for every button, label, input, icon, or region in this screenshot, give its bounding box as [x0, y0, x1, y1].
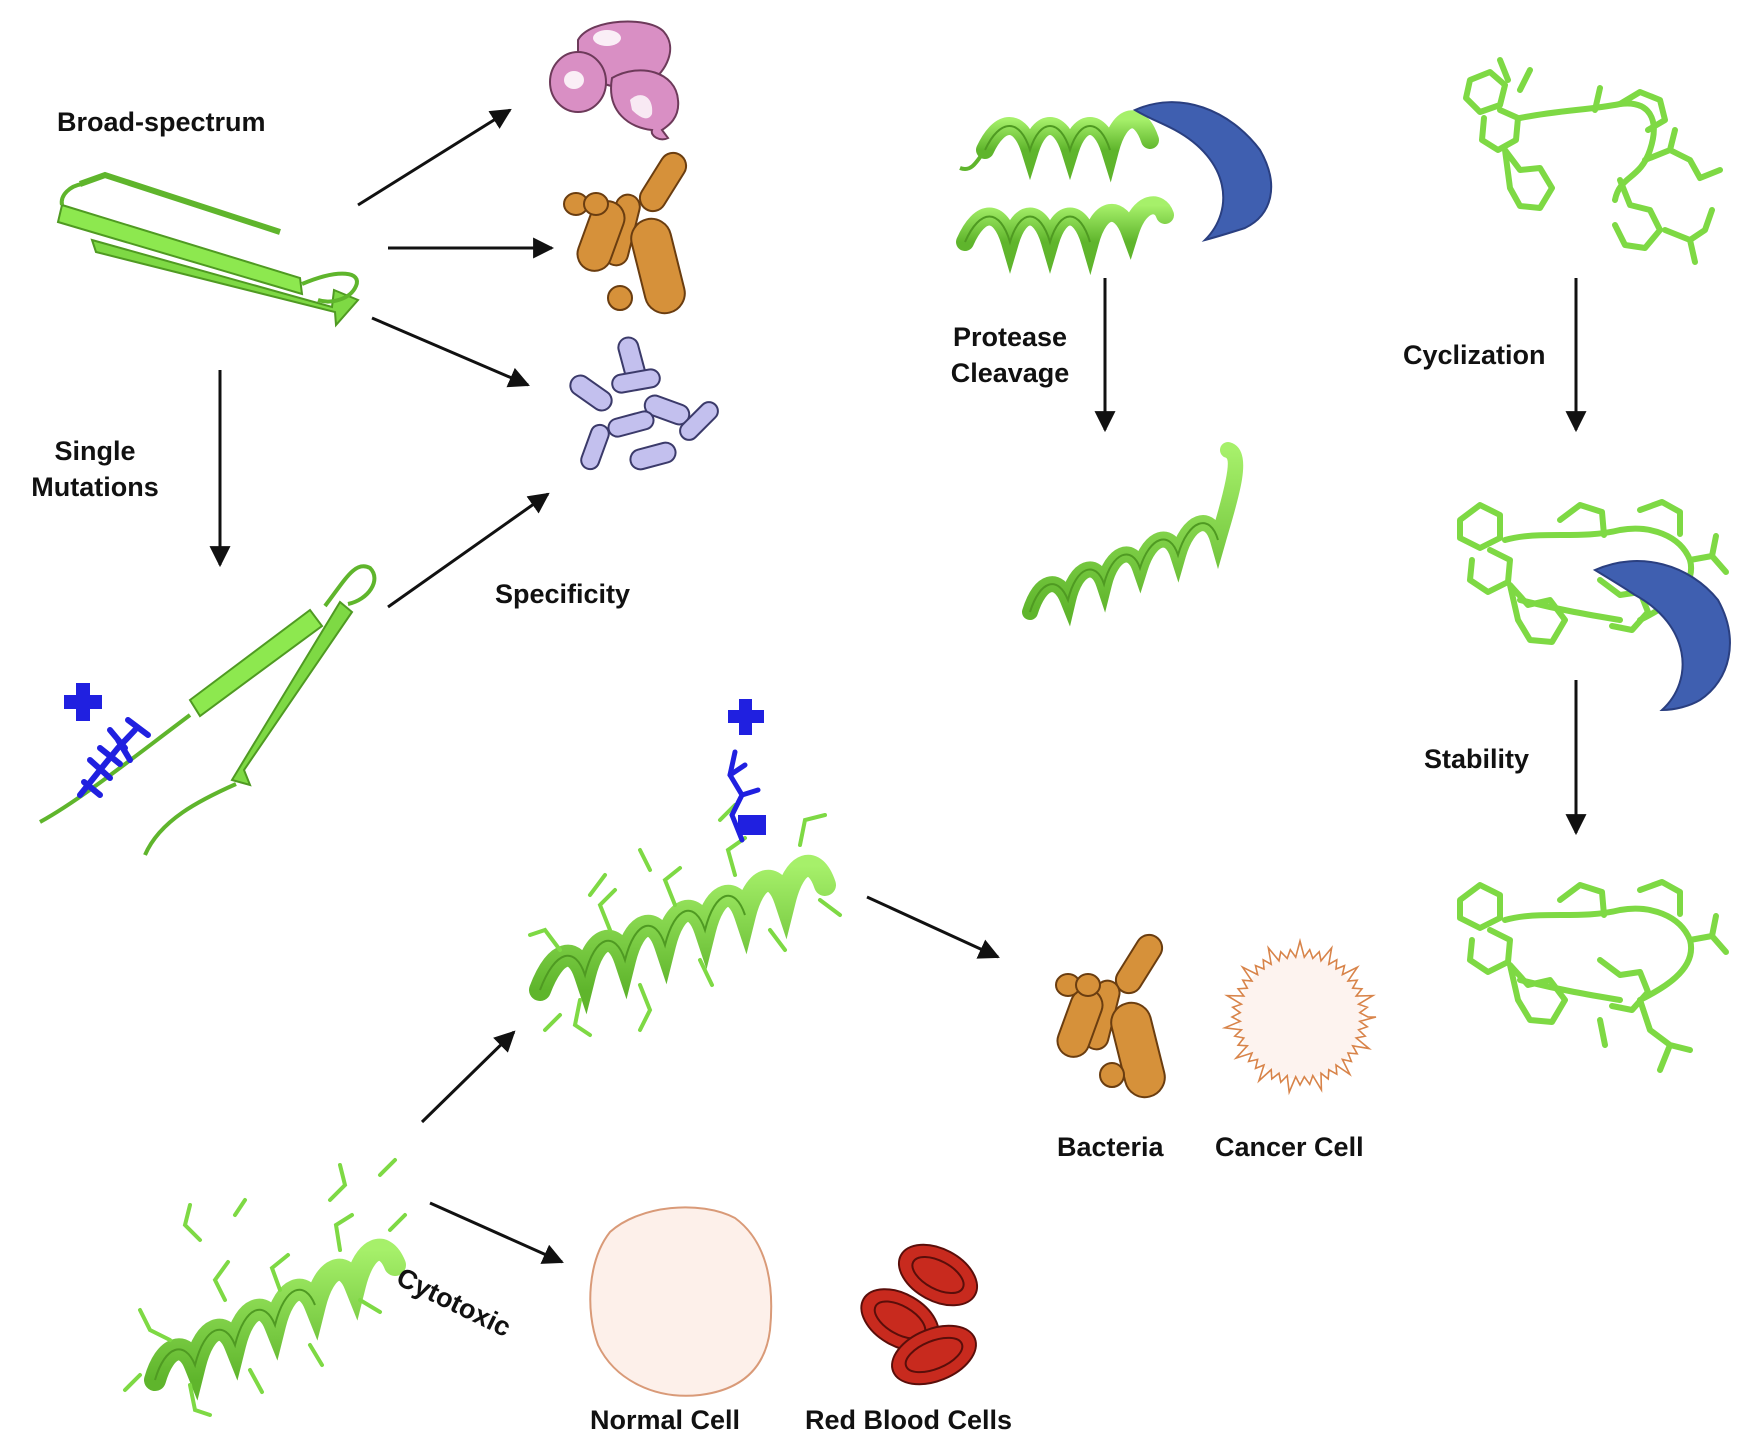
label-protease-cleavage: Protease Cleavage — [940, 320, 1080, 391]
cleaved-helix — [1022, 442, 1244, 627]
cationic-residue-sticks — [77, 717, 151, 798]
cytotoxic-alpha-helix — [123, 1158, 407, 1417]
label-single-mutations-line1: Single — [54, 436, 136, 466]
linear-peptide-sticks — [1463, 57, 1723, 265]
cancer-cell-outline — [1221, 937, 1377, 1096]
label-cyclization: Cyclization — [1403, 340, 1546, 370]
red-blood-cells — [860, 1243, 979, 1386]
plus-icon-2 — [728, 699, 764, 735]
label-protease-line1: Protease — [952, 322, 1068, 352]
arrow-to-targets — [866, 895, 1000, 959]
bacteria-cluster-target — [1055, 933, 1166, 1099]
label-single-mutations-line2: Mutations — [31, 471, 159, 502]
cancer-cell — [1221, 937, 1377, 1096]
protease-enzyme — [1132, 101, 1273, 242]
arrows — [209, 108, 1587, 1264]
label-stability: Stability — [1424, 744, 1530, 774]
bacteria-cluster-top — [563, 151, 688, 315]
label-normal-cell: Normal Cell — [590, 1405, 741, 1435]
arrow-to-bacilli — [371, 316, 530, 388]
label-protease-line2: Cleavage — [950, 357, 1070, 388]
beta-hairpin-broad-spectrum — [56, 171, 360, 328]
beta-hairpin-mutated — [39, 564, 377, 856]
cyclized-peptide-with-protease — [1457, 499, 1731, 712]
helix-hairpin-with-protease — [956, 101, 1273, 276]
selective-alpha-helix — [528, 699, 842, 1037]
arrow-cytotoxic — [429, 1201, 564, 1264]
fungi-cells — [549, 20, 680, 141]
label-broad-spectrum: Broad-spectrum — [57, 107, 266, 137]
plus-icon — [64, 683, 102, 721]
label-specificity: Specificity — [495, 579, 631, 609]
arrow-specificity — [387, 492, 550, 609]
label-single-mutations: Single Mutations — [22, 434, 168, 505]
bacilli-cells — [569, 336, 719, 471]
arrow-to-selective-helix — [420, 1030, 516, 1124]
label-cancer-cell: Cancer Cell — [1215, 1132, 1364, 1162]
cationic-residue-helix — [727, 749, 766, 843]
label-bacteria: Bacteria — [1057, 1132, 1164, 1162]
stable-cyclic-peptide — [1457, 879, 1729, 1073]
arrow-to-fungi — [357, 108, 512, 207]
normal-cell — [589, 1206, 773, 1397]
protease-enzyme-2 — [1592, 560, 1731, 712]
label-red-blood-cells: Red Blood Cells — [805, 1405, 1013, 1435]
